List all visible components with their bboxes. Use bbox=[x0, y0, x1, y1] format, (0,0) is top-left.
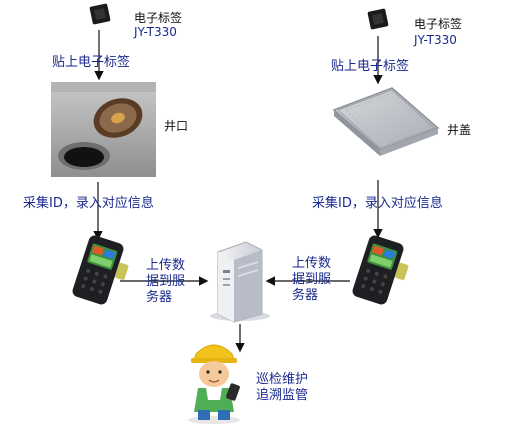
right-tag-name: 电子标签 bbox=[414, 17, 463, 31]
left-collect-label: 采集ID，录入对应信息 bbox=[23, 196, 154, 211]
manhole-photo bbox=[51, 82, 156, 177]
left-upload-label: 上传数据到服务器 bbox=[146, 258, 186, 305]
right-upload-label: 上传数据到服务器 bbox=[292, 256, 332, 303]
left-attach-label: 贴上电子标签 bbox=[52, 55, 131, 70]
rfid-tag-icon-left bbox=[89, 3, 111, 25]
right-tag-model: JY-T330 bbox=[414, 33, 457, 47]
handheld-reader-icon-right bbox=[352, 235, 409, 305]
server-icon bbox=[210, 241, 270, 323]
right-collect-label: 采集ID，录入对应信息 bbox=[312, 196, 443, 211]
right-attach-label: 贴上电子标签 bbox=[331, 59, 410, 74]
manhole-cover-photo bbox=[332, 87, 440, 156]
cover-label: 井盖 bbox=[447, 123, 472, 137]
handheld-reader-icon-left bbox=[72, 235, 129, 305]
left-tag-model: JY-T330 bbox=[134, 25, 177, 39]
worker-icon bbox=[188, 344, 240, 424]
patrol-label: 巡检维护追溯监管 bbox=[256, 372, 309, 403]
rfid-tag-icon-right bbox=[367, 8, 389, 30]
manhole-label: 井口 bbox=[164, 119, 189, 133]
left-tag-name: 电子标签 bbox=[134, 11, 183, 25]
